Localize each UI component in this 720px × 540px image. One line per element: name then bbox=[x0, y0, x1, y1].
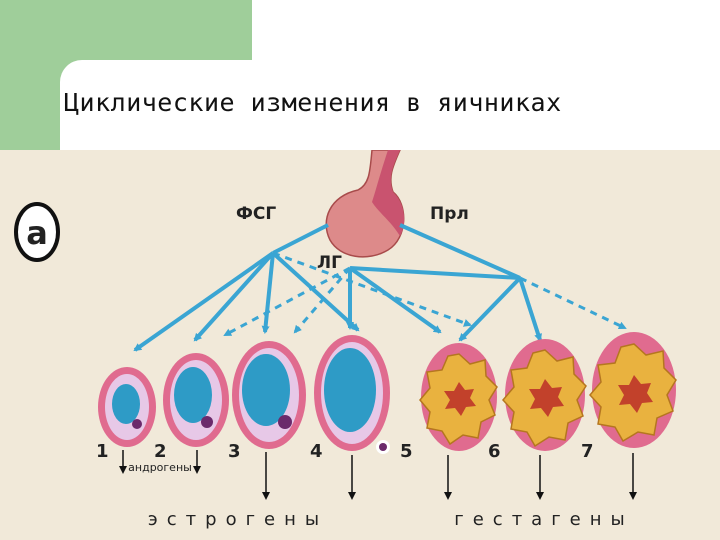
stage-number-3: 3 bbox=[228, 441, 241, 462]
fsh-stem-line bbox=[272, 223, 329, 255]
secretion-arrows bbox=[119, 450, 637, 500]
lh-prl-link-line bbox=[349, 266, 521, 280]
follicle-stage-2 bbox=[163, 353, 229, 447]
stage-number-2: 2 bbox=[154, 441, 167, 462]
label-androgens: андрогены bbox=[128, 461, 192, 474]
ovarian-cycle-figure: a ФСГ ЛГ Прл bbox=[0, 150, 720, 540]
corpus-luteum-stage-6 bbox=[502, 339, 587, 451]
follicle-stage-4 bbox=[314, 335, 390, 454]
prl-arrow-6b bbox=[518, 277, 542, 342]
stage-number-4: 4 bbox=[310, 441, 323, 462]
corpus-luteum-stage-7 bbox=[589, 332, 677, 448]
fsh-arrow-1 bbox=[133, 251, 275, 352]
label-estrogens: эстрогены bbox=[148, 509, 328, 530]
ovarian-cycle-diagram: a ФСГ ЛГ Прл bbox=[14, 150, 677, 530]
lh-dashed-arrow-5 bbox=[272, 251, 472, 327]
lh-dashed-arrow-3 bbox=[293, 267, 352, 334]
label-lh: ЛГ bbox=[317, 253, 342, 273]
pituitary-gland-icon bbox=[325, 150, 405, 258]
stage-number-7: 7 bbox=[581, 441, 594, 462]
lh-arrow-5 bbox=[348, 266, 442, 334]
stage-number-5: 5 bbox=[400, 441, 413, 462]
panel-marker-letter: a bbox=[26, 214, 48, 252]
prl-stem-line bbox=[399, 223, 521, 280]
label-gestagens: гестагены bbox=[454, 509, 633, 530]
stage-numbers: 1 2 3 4 5 6 7 bbox=[96, 441, 594, 462]
fsh-arrow-2 bbox=[193, 251, 275, 342]
follicle-stage-3 bbox=[232, 341, 306, 449]
lh-dashed-arrow-2 bbox=[223, 266, 351, 337]
panel-marker-circle bbox=[14, 202, 60, 262]
title-card bbox=[60, 60, 720, 152]
panel-marker: a bbox=[14, 202, 60, 262]
prl-dashed-arrow-7 bbox=[519, 276, 627, 330]
stage-number-6: 6 bbox=[488, 441, 501, 462]
slide-title: Циклические изменения в яичниках bbox=[64, 88, 562, 117]
label-prl: Прл bbox=[430, 204, 469, 224]
hormone-arrows bbox=[133, 223, 542, 352]
prl-arrow-6 bbox=[458, 276, 522, 342]
fsh-arrow-3 bbox=[261, 252, 275, 334]
label-fsh: ФСГ bbox=[236, 204, 276, 224]
corpus-luteum-stage-5 bbox=[419, 343, 498, 451]
lh-dashed-arrows bbox=[223, 251, 627, 337]
stage-number-1: 1 bbox=[96, 441, 109, 462]
follicle-stage-1 bbox=[98, 367, 156, 447]
fsh-arrow-4 bbox=[271, 251, 360, 332]
